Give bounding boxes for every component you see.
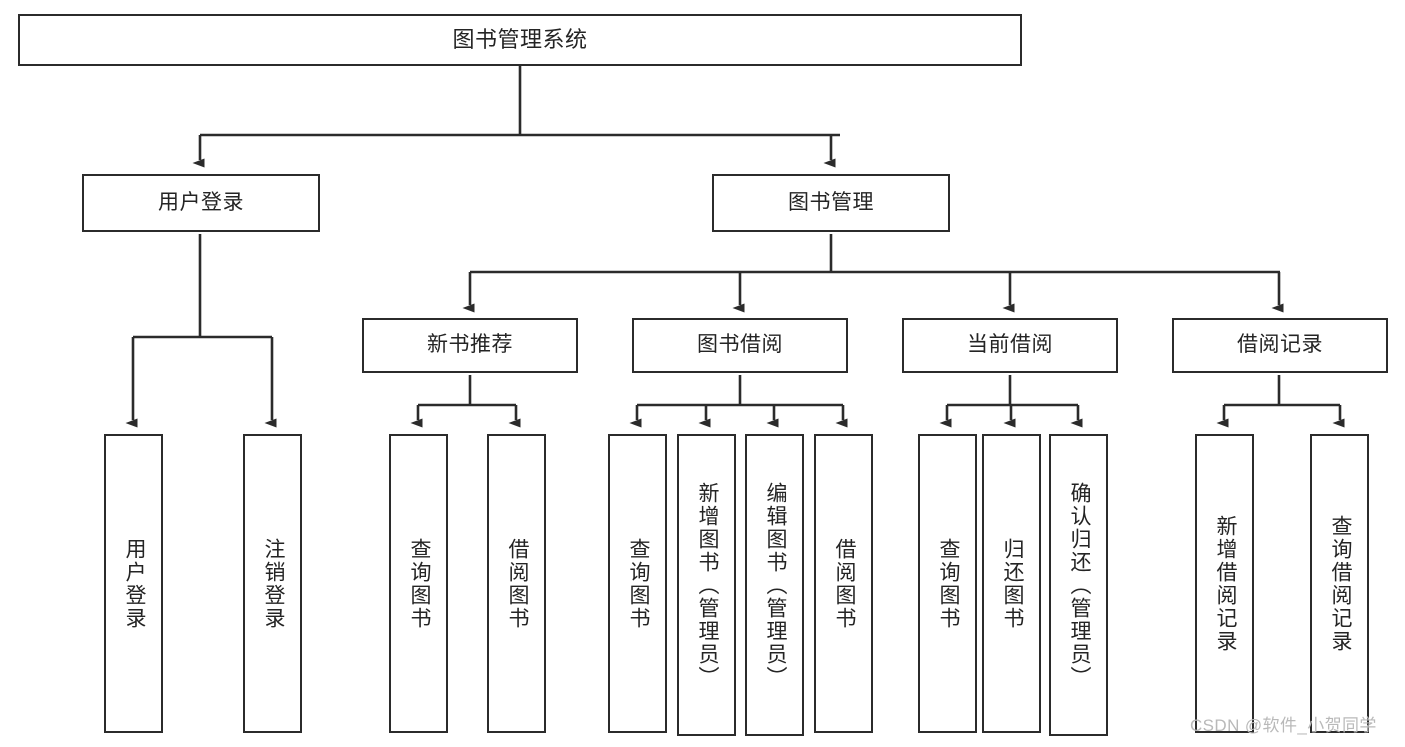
node-current-borrow[interactable]: 当前借阅 xyxy=(902,318,1118,373)
node-label: 确认归还（管理员） xyxy=(1067,481,1091,689)
node-label: 当前借阅 xyxy=(967,333,1053,357)
leaf-record-add[interactable]: 新增借阅记录 xyxy=(1195,434,1254,733)
leaf-borrow-edit-book[interactable]: 编辑图书（管理员） xyxy=(745,434,804,736)
node-label: 图书管理系统 xyxy=(452,27,588,53)
node-label: 查询图书 xyxy=(407,537,431,630)
node-user-login[interactable]: 用户登录 xyxy=(82,174,320,232)
watermark: CSDN @软件_小贺同学 xyxy=(1190,716,1377,735)
node-label: 注销登录 xyxy=(261,537,285,630)
node-label: 图书借阅 xyxy=(697,333,783,357)
leaf-user-login-logout[interactable]: 注销登录 xyxy=(243,434,302,733)
node-label: 借阅图书 xyxy=(505,537,529,630)
node-label: 借阅图书 xyxy=(832,537,856,630)
leaf-record-query[interactable]: 查询借阅记录 xyxy=(1310,434,1369,733)
node-label: 归还图书 xyxy=(1000,537,1024,630)
node-root[interactable]: 图书管理系统 xyxy=(18,14,1022,66)
node-label: 编辑图书（管理员） xyxy=(763,481,787,689)
node-book-management[interactable]: 图书管理 xyxy=(712,174,950,232)
node-label: 新增借阅记录 xyxy=(1213,514,1237,653)
node-label: 用户登录 xyxy=(122,537,146,630)
node-label: 查询图书 xyxy=(936,537,960,630)
leaf-current-confirm-return[interactable]: 确认归还（管理员） xyxy=(1049,434,1108,736)
leaf-borrow-borrow-book[interactable]: 借阅图书 xyxy=(814,434,873,733)
leaf-borrow-query-book[interactable]: 查询图书 xyxy=(608,434,667,733)
leaf-new-book-query[interactable]: 查询图书 xyxy=(389,434,448,733)
leaf-new-book-borrow[interactable]: 借阅图书 xyxy=(487,434,546,733)
node-book-borrow[interactable]: 图书借阅 xyxy=(632,318,848,373)
node-label: 新增图书（管理员） xyxy=(695,481,719,689)
leaf-current-query-book[interactable]: 查询图书 xyxy=(918,434,977,733)
leaf-current-return-book[interactable]: 归还图书 xyxy=(982,434,1041,733)
node-label: 新书推荐 xyxy=(427,333,513,357)
leaf-borrow-add-book[interactable]: 新增图书（管理员） xyxy=(677,434,736,736)
node-label: 借阅记录 xyxy=(1237,333,1323,357)
node-new-book-recommend[interactable]: 新书推荐 xyxy=(362,318,578,373)
node-label: 查询借阅记录 xyxy=(1328,514,1352,653)
node-label: 图书管理 xyxy=(788,190,874,214)
node-label: 用户登录 xyxy=(158,190,244,214)
node-borrow-records[interactable]: 借阅记录 xyxy=(1172,318,1388,373)
node-label: 查询图书 xyxy=(626,537,650,630)
leaf-user-login-login[interactable]: 用户登录 xyxy=(104,434,163,733)
